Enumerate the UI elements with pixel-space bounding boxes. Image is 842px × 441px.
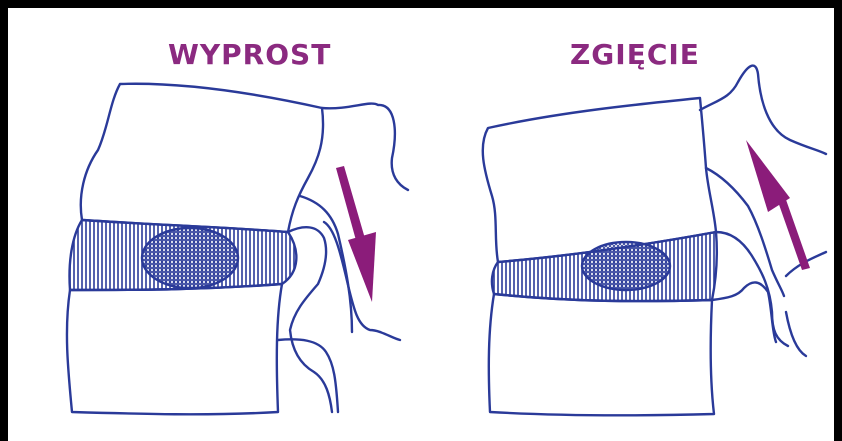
nucleus-pulposus: [142, 228, 238, 288]
posterior-element: [712, 282, 776, 342]
lower-vertebra: [67, 284, 282, 414]
lower-vertebra: [489, 294, 714, 415]
posterior-element: [300, 196, 352, 332]
nucleus-pulposus: [582, 242, 670, 290]
arrow-up: [746, 140, 810, 270]
posterior-element: [786, 312, 806, 356]
posterior-element: [322, 104, 408, 190]
posterior-element: [716, 232, 788, 346]
panel-flexion: [483, 66, 826, 416]
arrow-down: [336, 166, 376, 302]
upper-vertebra: [81, 84, 323, 232]
posterior-element: [700, 66, 826, 154]
